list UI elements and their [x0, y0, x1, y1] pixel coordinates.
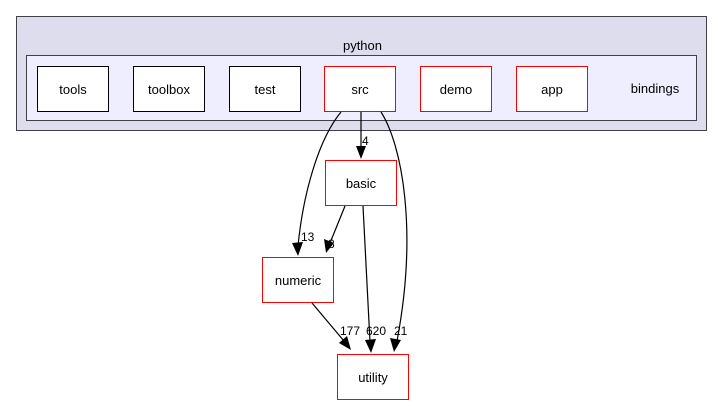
cluster-title-python: python — [342, 38, 383, 53]
node-label-app: app — [541, 81, 563, 97]
edge-src-utility — [380, 111, 408, 352]
node-test[interactable]: test — [229, 66, 301, 112]
node-label-demo: demo — [439, 81, 473, 97]
arrowhead-src-numeric — [292, 242, 303, 256]
edge-label-basic-numeric: 8 — [328, 237, 335, 251]
arrowhead-basic-utility — [365, 339, 376, 353]
node-label-toolbox: toolbox — [148, 81, 190, 97]
edge-label-src-numeric: 13 — [301, 230, 315, 244]
edge-label-basic-utility: 620 — [366, 324, 387, 338]
node-app[interactable]: app — [516, 66, 588, 112]
node-label-basic: basic — [345, 175, 377, 191]
arrowhead-numeric-utility — [339, 336, 351, 350]
node-label-utility: utility — [358, 369, 388, 385]
node-tools[interactable]: tools — [37, 66, 109, 112]
node-demo[interactable]: demo — [420, 66, 492, 112]
node-src[interactable]: src — [324, 66, 396, 112]
arrowhead-src-utility — [390, 338, 401, 352]
node-toolbox[interactable]: toolbox — [133, 66, 205, 112]
node-label-src: src — [351, 81, 369, 97]
cluster-label-bindings: bindings — [630, 81, 680, 96]
node-label-numeric: numeric — [274, 272, 322, 288]
edge-label-src-utility: 21 — [394, 324, 408, 338]
edge-label-src-basic: 4 — [362, 134, 369, 148]
node-basic[interactable]: basic — [325, 160, 397, 206]
node-numeric[interactable]: numeric — [262, 257, 334, 303]
node-utility[interactable]: utility — [337, 354, 409, 400]
node-label-tools: tools — [59, 81, 87, 97]
node-label-test: test — [254, 81, 276, 97]
edge-label-numeric-utility: 177 — [340, 324, 361, 338]
